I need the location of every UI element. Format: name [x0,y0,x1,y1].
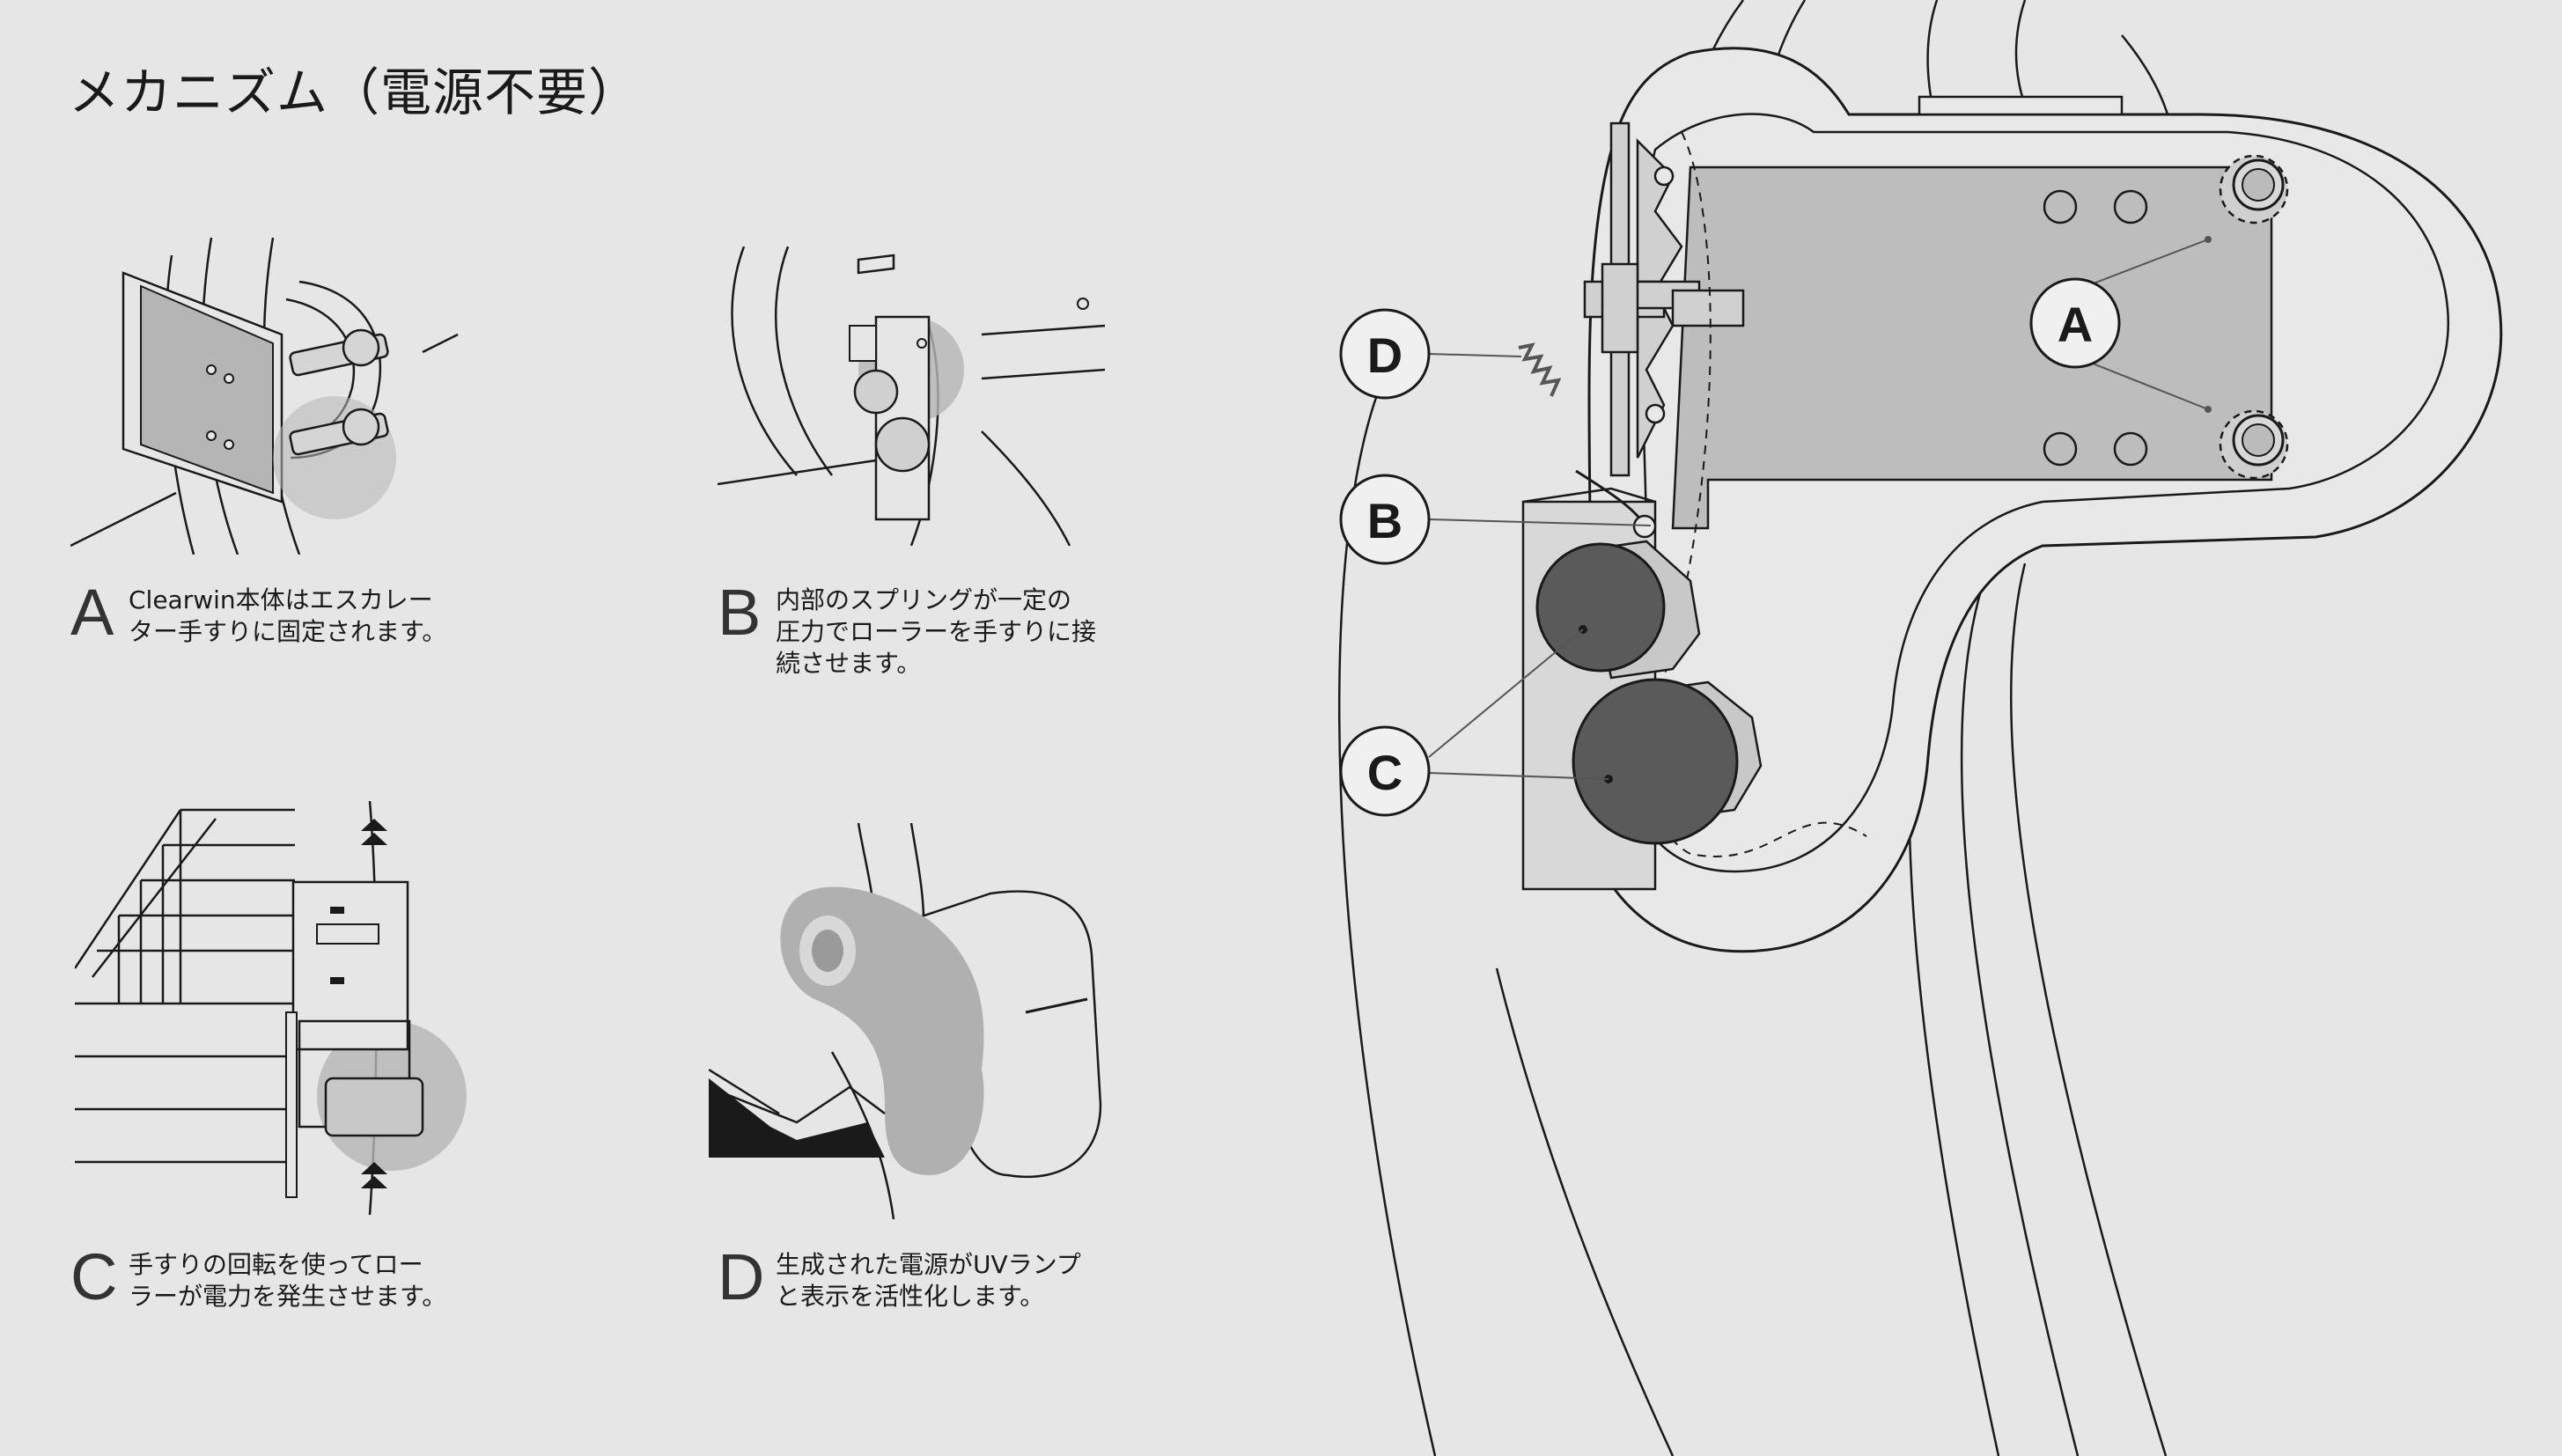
callout-c: C [1341,727,1429,815]
page-title: メカニズム（電源不要） [69,51,640,125]
caption-line: 手すりの回転を使ってロー [129,1249,446,1281]
caption-b: B 内部のスプリングが一定の 圧力でローラーを手すりに接 続させます。 [718,581,1096,680]
illustration-b [718,246,1114,546]
caption-c: C 手すりの回転を使ってロー ラーが電力を発生させます。 [70,1246,446,1313]
callout-d: D [1341,310,1429,398]
caption-line: Clearwin本体はエスカレー [129,585,446,616]
mounting-plate [1673,167,2271,528]
illustration-d [709,823,1105,1219]
caption-line: 圧力でローラーを手すりに接 [776,616,1096,648]
callout-c-label: C [1367,745,1402,800]
clamp-knob [2220,411,2287,478]
illustration-c [75,801,471,1215]
caption-letter: C [70,1246,129,1309]
callout-b-label: B [1367,493,1402,548]
caption-line: ラーが電力を発生させます。 [129,1281,446,1313]
callout-a: A [2031,279,2119,367]
callout-a-label: A [2058,297,2093,352]
caption-line: 続させます。 [776,648,1096,680]
caption-letter: A [70,581,129,644]
spring [1519,345,1558,396]
caption-line: ター手すりに固定されます。 [129,616,446,648]
callout-d-label: D [1367,327,1402,383]
caption-line: 内部のスプリングが一定の [776,585,1096,616]
clamp-knob [2220,156,2287,223]
caption-letter: D [718,1246,776,1309]
caption-a: A Clearwin本体はエスカレー ター手すりに固定されます。 [70,581,446,648]
mechanism-diagram: A D B C [1321,0,2562,1456]
caption-line: 生成された電源がUVランプ [776,1249,1081,1281]
callout-b: B [1341,475,1429,563]
caption-line: と表示を活性化します。 [776,1281,1081,1313]
caption-d: D 生成された電源がUVランプ と表示を活性化します。 [718,1246,1081,1313]
illustration-a [70,238,493,555]
caption-letter: B [718,581,776,644]
